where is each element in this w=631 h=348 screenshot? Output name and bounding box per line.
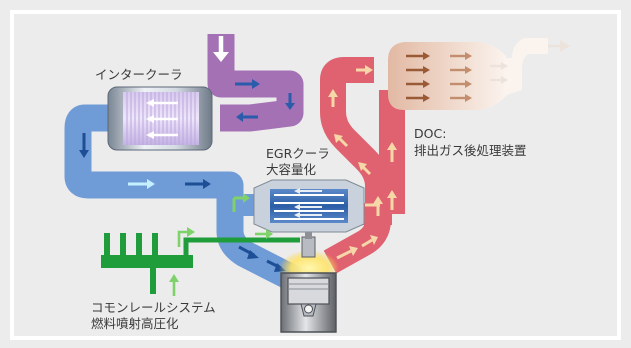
common-rail-label: コモンレールシステム xyxy=(91,300,216,315)
common-rail-sublabel: 燃料噴射高圧化 xyxy=(91,316,179,331)
engine-piston-icon xyxy=(279,232,339,333)
fuel-rail-icon xyxy=(101,227,300,296)
doc-catalyst-icon xyxy=(388,38,570,110)
panel-border xyxy=(10,10,621,340)
egr-cooler-sublabel: 大容量化 xyxy=(266,162,317,177)
intercooler-core-icon xyxy=(107,86,213,151)
compressor-duct xyxy=(207,34,304,132)
intercooler-label: インタークーラ xyxy=(95,67,183,82)
doc-label: DOC: xyxy=(414,126,447,141)
doc-sublabel: 排出ガス後処理装置 xyxy=(414,143,527,158)
egr-cooler-label: EGRクーラ xyxy=(266,146,330,161)
egr-flow-arrows xyxy=(294,188,322,218)
